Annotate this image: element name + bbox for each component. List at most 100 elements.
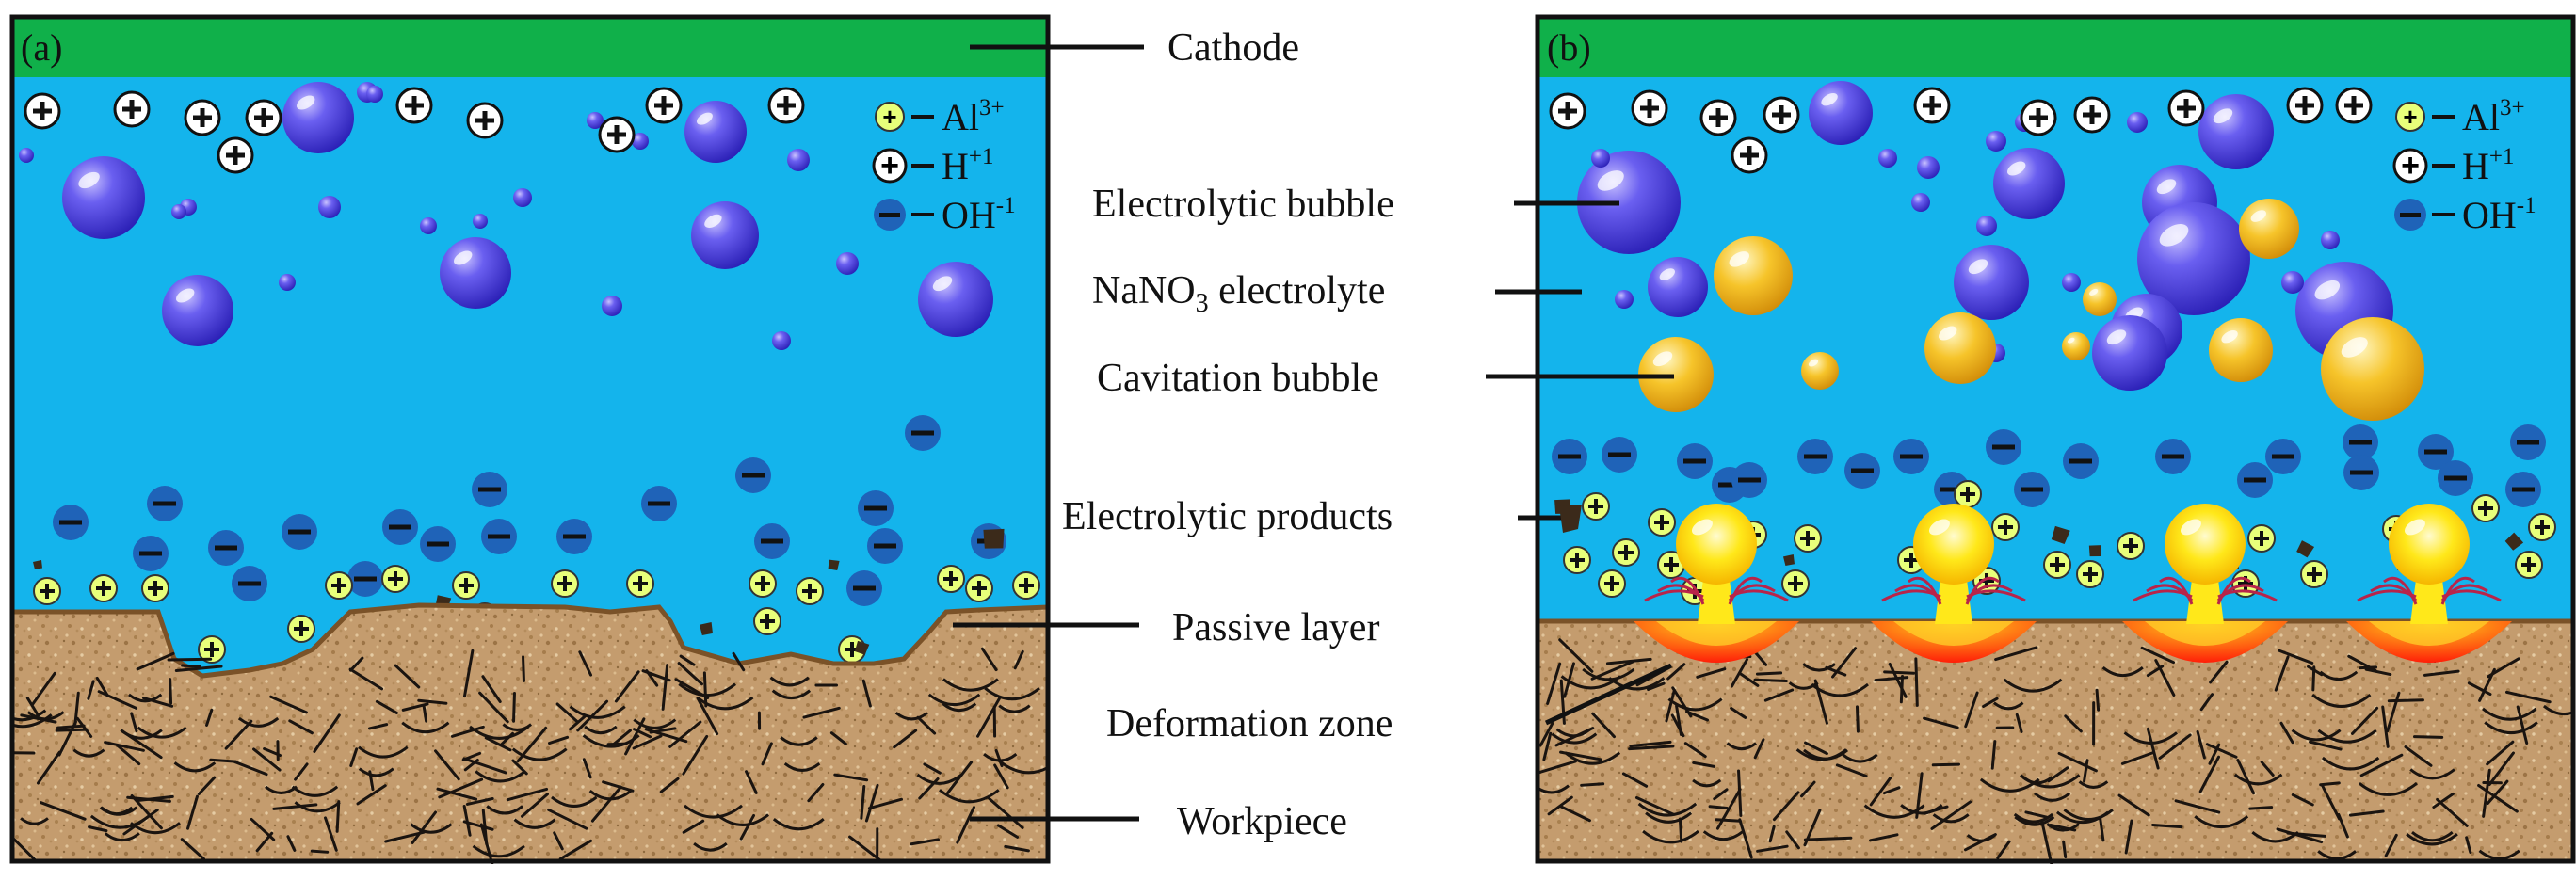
cavitation-bubble [2321,317,2424,421]
aluminium-ion [937,565,965,593]
svg-text:OH-1: OH-1 [2462,193,2536,236]
electrolytic-bubble [1809,81,1873,145]
electrolytic-bubble [162,275,233,346]
electrolytic-bubble [318,196,341,218]
svg-text:Al3+: Al3+ [2462,95,2525,138]
electrolytic-product [33,560,42,569]
svg-text:OH-1: OH-1 [942,193,1016,236]
electrolytic-bubble [62,156,145,239]
electrolytic-bubble [279,274,296,291]
hydroxide-ion [867,528,903,564]
electrolytic-bubble [2062,273,2081,292]
hydroxide-ion [556,519,592,554]
electrolytic-product [983,528,1005,549]
aluminium-ion [626,569,654,598]
cavitation-bubble [2083,282,2117,316]
aluminium-ion [1954,480,1982,508]
collapsing-bubble [1913,504,1994,585]
cavitation-bubble [2062,332,2090,360]
hydroxide-ion [133,536,169,571]
electrolytic-product [700,622,713,635]
electrolytic-bubble [632,133,649,150]
aluminium-ion [2043,551,2071,579]
aluminium-ion [1648,508,1676,537]
electrolytic-product [828,559,840,570]
cavitation-collapse [2122,504,2288,663]
hydroxide-ion [1986,429,2021,465]
panel-b: (b) [1535,14,2576,864]
aluminium-ion [1582,492,1610,521]
cavitation-collapse [1634,504,1799,663]
hydroxide-ion [1602,437,1637,473]
aluminium-ion [2300,560,2328,588]
electrolytic-bubble [587,112,604,129]
hydrogen-ion [1549,92,1586,130]
cavitation-bubble [1638,337,1714,412]
svg-text:H+1: H+1 [942,144,994,187]
electrolytic-bubble [787,149,810,171]
aluminium-ion [2471,494,2500,522]
aluminium-ion [2076,560,2104,588]
grain-lines-b [1538,635,2573,864]
aluminium-ion [1794,524,1822,553]
svg-text:+: + [2401,148,2420,184]
electrolytic-bubble [836,252,859,275]
cavitation-bubble [2209,318,2273,382]
aluminium-ion [1781,569,1810,598]
electrolytic-bubble [19,148,34,163]
panel-a: (a) [9,14,1051,864]
electrolytic-bubble [2127,112,2148,133]
aluminium-ion [551,569,579,598]
aluminium-ion [1612,538,1640,567]
aluminium-ion [2117,532,2145,560]
aluminium-ion [452,571,480,600]
electrolytic-product [2504,532,2524,551]
hydroxide-ion [1844,453,1880,489]
hydrogen-ion [645,87,683,124]
panel-a-tag: (a) [21,26,62,69]
cathode-label: Cathode [1167,26,1299,70]
hydroxide-ion [1893,439,1929,474]
collapsing-bubble [2165,504,2246,585]
hydroxide-ion [347,561,383,597]
hydroxide-ion [2265,439,2301,474]
legend-a: + Al3+ + H+1 OH-1 [872,95,1016,236]
hydroxide-ion [2510,424,2546,460]
electrolytic-bubble [684,101,747,163]
hydroxide-ion [208,530,244,566]
hydroxide-ion [1677,443,1713,479]
electrolyte-label: NaNO3 electrolyte [1092,269,1385,318]
electrolytic-product [1783,554,1795,566]
electrolytic-product [854,640,870,655]
callouts: Cathode Passive layer Workpiece Electrol… [953,26,1674,843]
legend-al-ion-b: + Al3+ [2395,95,2525,138]
hydroxide-ion [481,519,517,554]
cathode-a [12,17,1048,77]
aluminium-ion [753,607,781,635]
hydrogen-ion [767,87,805,124]
hydrogen-ion [1763,96,1800,134]
hydroxide-ion [2014,472,2050,507]
svg-text:H+1: H+1 [2462,144,2515,187]
electrolytic-bubble [772,331,791,350]
aluminium-ion [2515,551,2543,579]
electrolytic-bubble [602,296,622,316]
workpiece-a [12,602,1048,864]
hydrogen-ion [184,99,221,136]
electrolytic-product [2296,540,2315,558]
electrolytic-product [2051,525,2070,544]
cavitation-bubble-label: Cavitation bubble [1097,357,1379,400]
collapsing-bubble [2389,504,2470,585]
electrolytic-bubble [1954,245,2029,320]
electrolytic-bubble [513,188,532,207]
hydroxide-ion [641,486,677,521]
svg-text:Al3+: Al3+ [942,95,1005,138]
hydrogen-ion [598,116,636,153]
panel-a-frame [9,14,1051,864]
cavitation-bubble [2239,199,2299,259]
hydroxide-ion [420,526,456,562]
hydrogen-ion [1731,136,1768,174]
legend-h-ion-b: + H+1 [2392,144,2515,187]
electrolytic-bubble [473,214,488,229]
panel-b-frame [1535,14,2576,864]
